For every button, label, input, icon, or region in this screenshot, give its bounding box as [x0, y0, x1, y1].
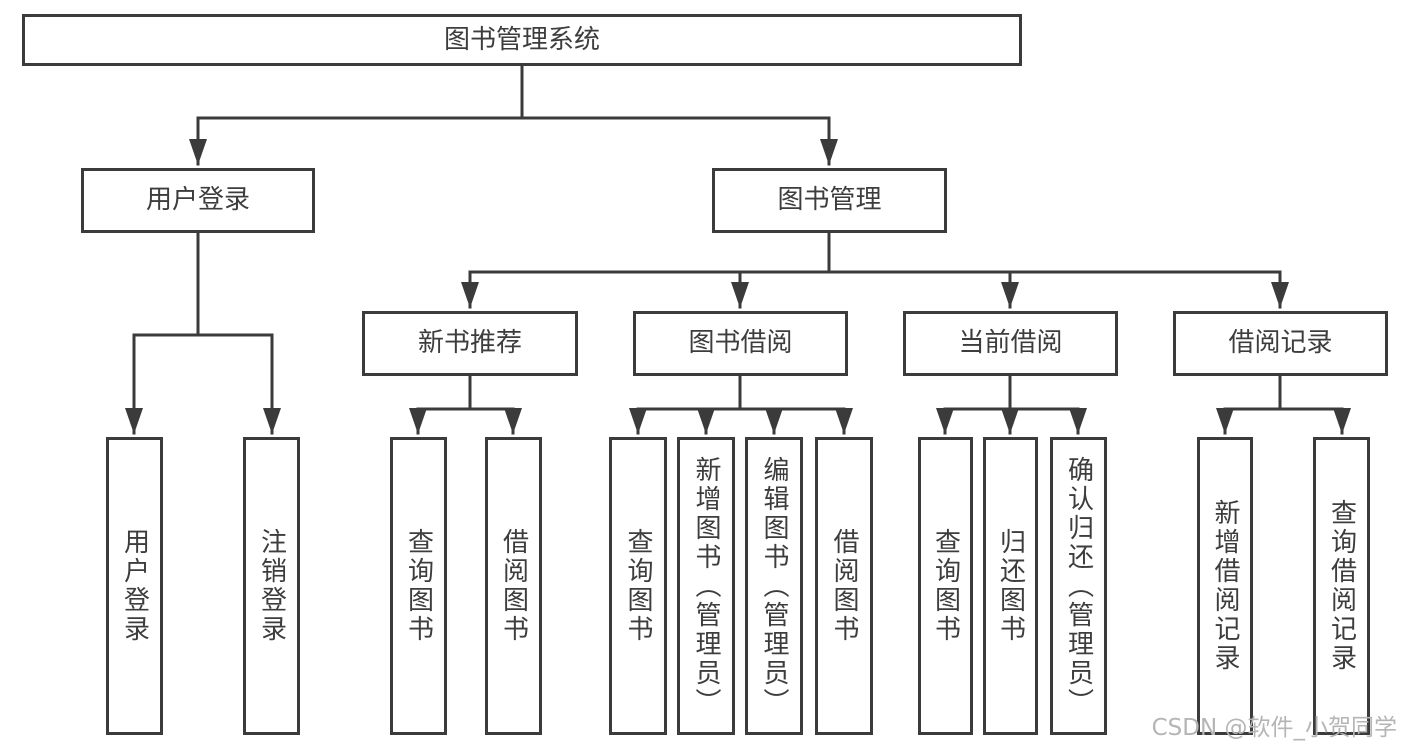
node-borrow-records: 借阅记录: [1173, 311, 1388, 376]
connector-current-borrow-to-children: [943, 374, 1080, 411]
leaf-current-return-book: 归还图书: [983, 437, 1038, 735]
leaf-recommend-query-book: 查询图书: [390, 437, 447, 735]
leaf-borrow-add-book: 新增图书（管理员）: [677, 437, 735, 735]
node-user-login: 用户登录: [81, 168, 315, 233]
leaf-borrow-edit-book: 编辑图书（管理员）: [745, 437, 803, 735]
leaf-user-login: 用户登录: [106, 437, 163, 735]
connector-user-login-to-children: [132, 231, 274, 337]
node-current-borrow: 当前借阅: [903, 311, 1118, 376]
leaf-current-query-book: 查询图书: [918, 437, 973, 735]
leaf-logout: 注销登录: [243, 437, 300, 735]
connector-new-book-to-children: [416, 374, 515, 411]
node-book-borrow: 图书借阅: [633, 311, 848, 376]
leaf-borrow-borrow-book: 借阅图书: [815, 437, 873, 735]
leaf-recommend-borrow-book: 借阅图书: [485, 437, 542, 735]
node-root: 图书管理系统: [22, 14, 1022, 66]
node-new-book-recommend: 新书推荐: [362, 311, 578, 376]
connector-root-to-level2: [196, 64, 831, 120]
connector-book-management-to-level3: [468, 231, 1282, 274]
leaf-borrow-query-book: 查询图书: [609, 437, 667, 735]
watermark: CSDN @软件_小贺同学: [1151, 715, 1397, 741]
leaf-current-confirm-return: 确认归还（管理员）: [1050, 437, 1107, 735]
connector-book-borrow-to-children: [636, 374, 846, 411]
node-book-management: 图书管理: [712, 168, 947, 233]
leaf-records-query-record: 查询借阅记录: [1313, 437, 1370, 735]
leaf-records-add-record: 新增借阅记录: [1197, 437, 1253, 735]
connector-borrow-records-to-children: [1223, 374, 1344, 411]
